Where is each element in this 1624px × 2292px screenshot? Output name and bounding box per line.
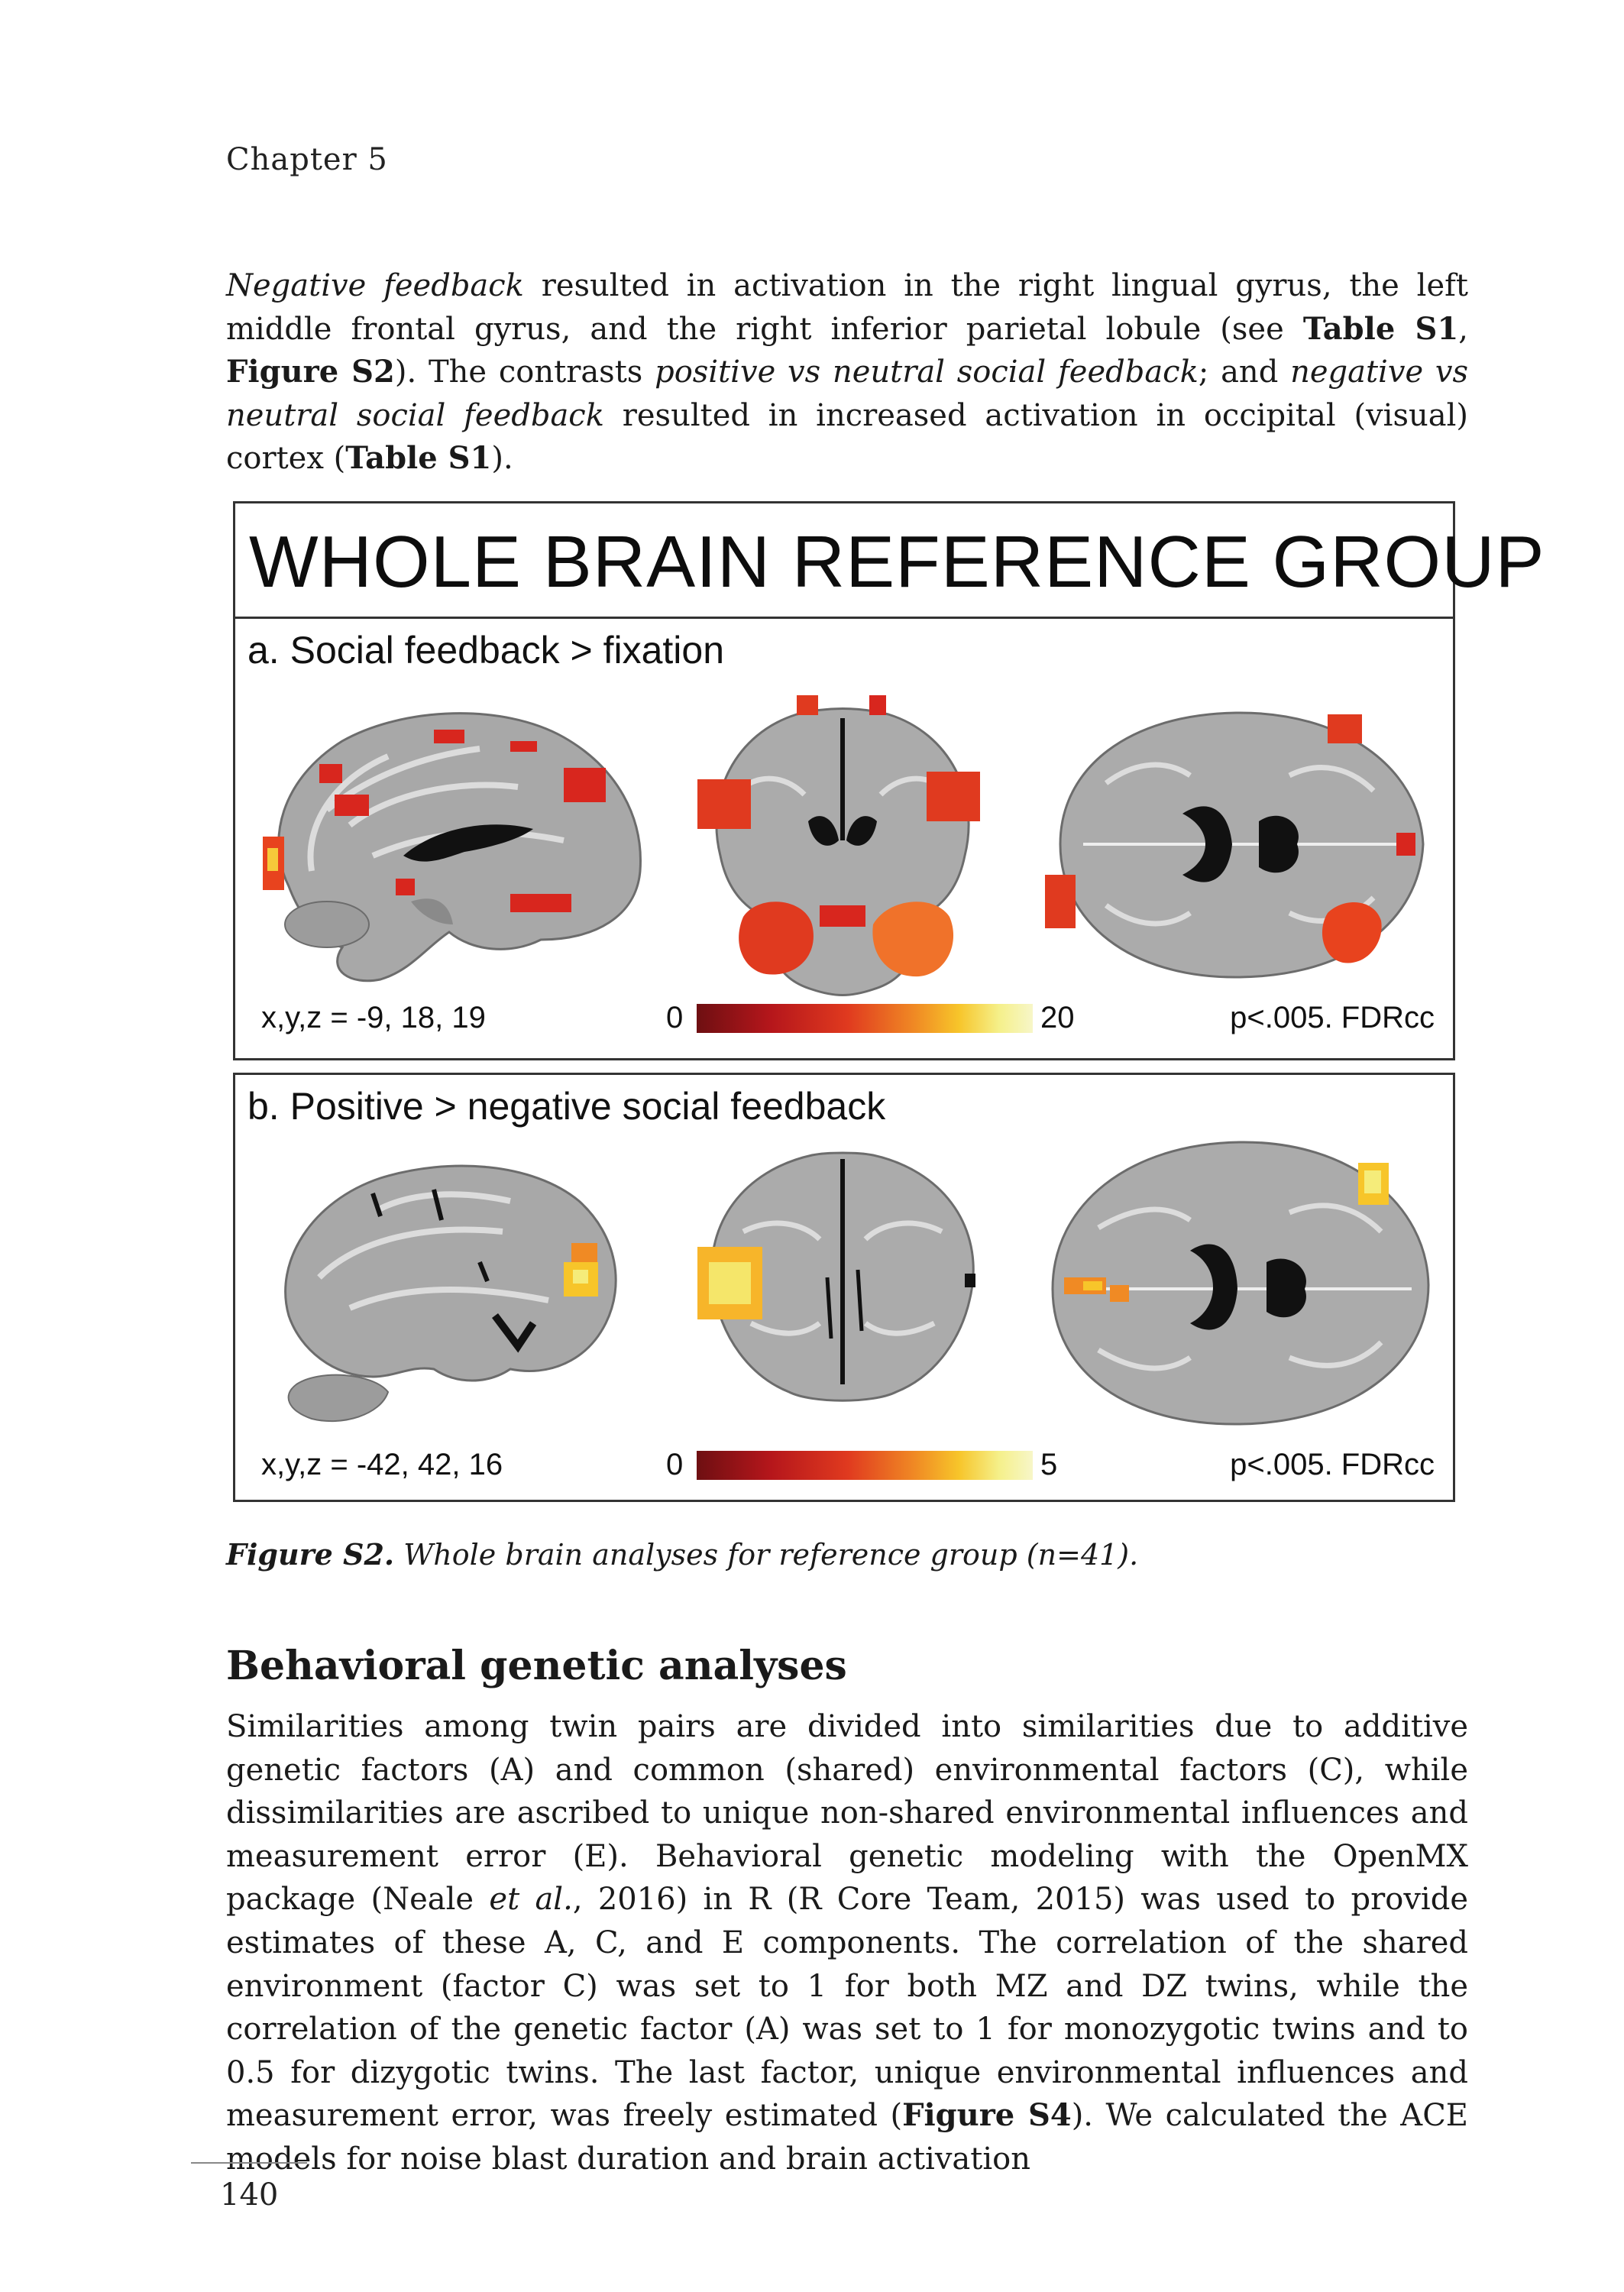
colorbar-min-label: 0 (666, 1448, 684, 1481)
threshold-label: p<.005. FDRcc (1230, 1001, 1435, 1034)
text-run: positive vs neutral social feedback (655, 354, 1199, 390)
text-run: ). The contrasts (394, 354, 655, 390)
panel-b-title: b. Positive > negative social feedback (247, 1085, 886, 1128)
panel-a: a. Social feedback > fixation (233, 619, 1455, 1060)
paragraph-results: Negative feedback resulted in activation… (226, 264, 1468, 481)
text-run: Similarities among twin pairs are divide… (226, 1709, 1468, 1918)
footer-rule (191, 2162, 307, 2164)
figure-s2: WHOLE BRAIN REFERENCE GROUP a. Social fe… (233, 501, 1545, 1502)
table-ref: Table S1 (1302, 310, 1459, 347)
table-ref: Table S1 (345, 440, 492, 477)
caption-text: Whole brain analyses for reference group… (394, 1538, 1139, 1572)
brain-sagittal-a (263, 712, 642, 983)
colorbar-min-label: 0 (666, 1001, 684, 1034)
text-run: Negative feedback (226, 268, 524, 303)
figure-caption: Figure S2. Whole brain analyses for refe… (226, 1537, 1138, 1572)
brain-axial-a (1045, 711, 1425, 979)
figure-title: WHOLE BRAIN REFERENCE GROUP (249, 521, 1545, 603)
coordinates-label: x,y,z = -9, 18, 19 (261, 1001, 486, 1034)
text-run: , (1458, 311, 1468, 347)
text-run: , 2016) in R (R Core Team, 2015) was use… (226, 1882, 1468, 2134)
text-run: ; and (1198, 354, 1291, 390)
brain-coronal-b (697, 1151, 975, 1402)
section-heading: Behavioral genetic analyses (226, 1643, 847, 1689)
brain-axial-b (1051, 1141, 1430, 1426)
colorbar (697, 1451, 1033, 1480)
panel-b: b. Positive > negative social feedback (233, 1073, 1455, 1502)
text-run: resulted in increased activation in occi… (226, 397, 1468, 477)
paragraph-methods: Similarities among twin pairs are divide… (226, 1705, 1468, 2181)
text-run: negative vs neutral social feedback (226, 354, 1469, 433)
brain-sagittal-b (284, 1164, 617, 1422)
text-run: resulted in activation in the right ling… (226, 268, 1469, 347)
chapter-header: Chapter 5 (226, 142, 388, 177)
threshold-label: p<.005. FDRcc (1230, 1448, 1435, 1481)
brain-coronal-a (697, 695, 980, 996)
caption-label: Figure S2. (226, 1537, 395, 1572)
figure-ref: Figure S4 (902, 2097, 1072, 2134)
panel-a-title: a. Social feedback > fixation (247, 629, 724, 672)
page-number: 140 (220, 2177, 279, 2213)
figure-title-box: WHOLE BRAIN REFERENCE GROUP (233, 501, 1545, 619)
text-run: ). We calculated the ACE models for nois… (226, 2098, 1468, 2177)
colorbar-max-label: 20 (1040, 1001, 1075, 1034)
figure-ref: Figure S2 (226, 354, 395, 390)
text-run: et al. (489, 1882, 573, 1918)
colorbar-max-label: 5 (1040, 1448, 1058, 1481)
coordinates-label: x,y,z = -42, 42, 16 (261, 1448, 503, 1481)
colorbar (697, 1004, 1033, 1033)
text-run: ). (491, 441, 513, 477)
